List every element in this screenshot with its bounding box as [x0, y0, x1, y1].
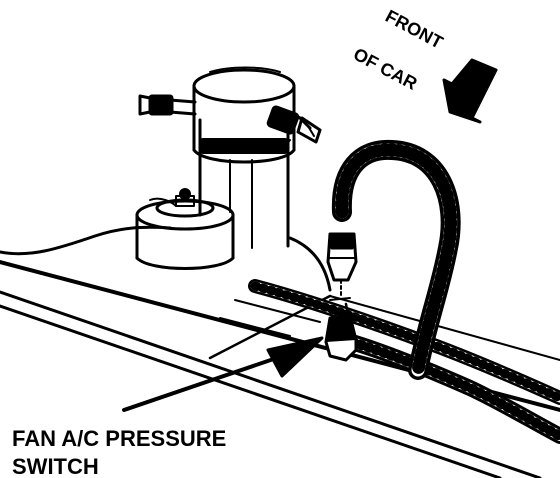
switch-connector — [326, 232, 358, 297]
pressure-switch — [324, 297, 358, 362]
leader-arrow — [122, 336, 324, 412]
wiring-harness — [331, 139, 461, 380]
component-label-line2: SWITCH — [12, 454, 99, 478]
accumulator — [135, 66, 322, 270]
component-label-line1: FAN A/C PRESSURE — [12, 426, 226, 451]
front-arrow-icon — [442, 58, 498, 124]
body-panel — [0, 225, 560, 478]
conduit-bundle — [248, 279, 560, 444]
orientation-label-line1: FRONT — [382, 6, 446, 53]
svg-text:FRONT: FRONT — [382, 6, 446, 53]
orientation-label-line2: OF CAR — [350, 44, 420, 94]
svg-text:OF CAR: OF CAR — [350, 44, 420, 94]
